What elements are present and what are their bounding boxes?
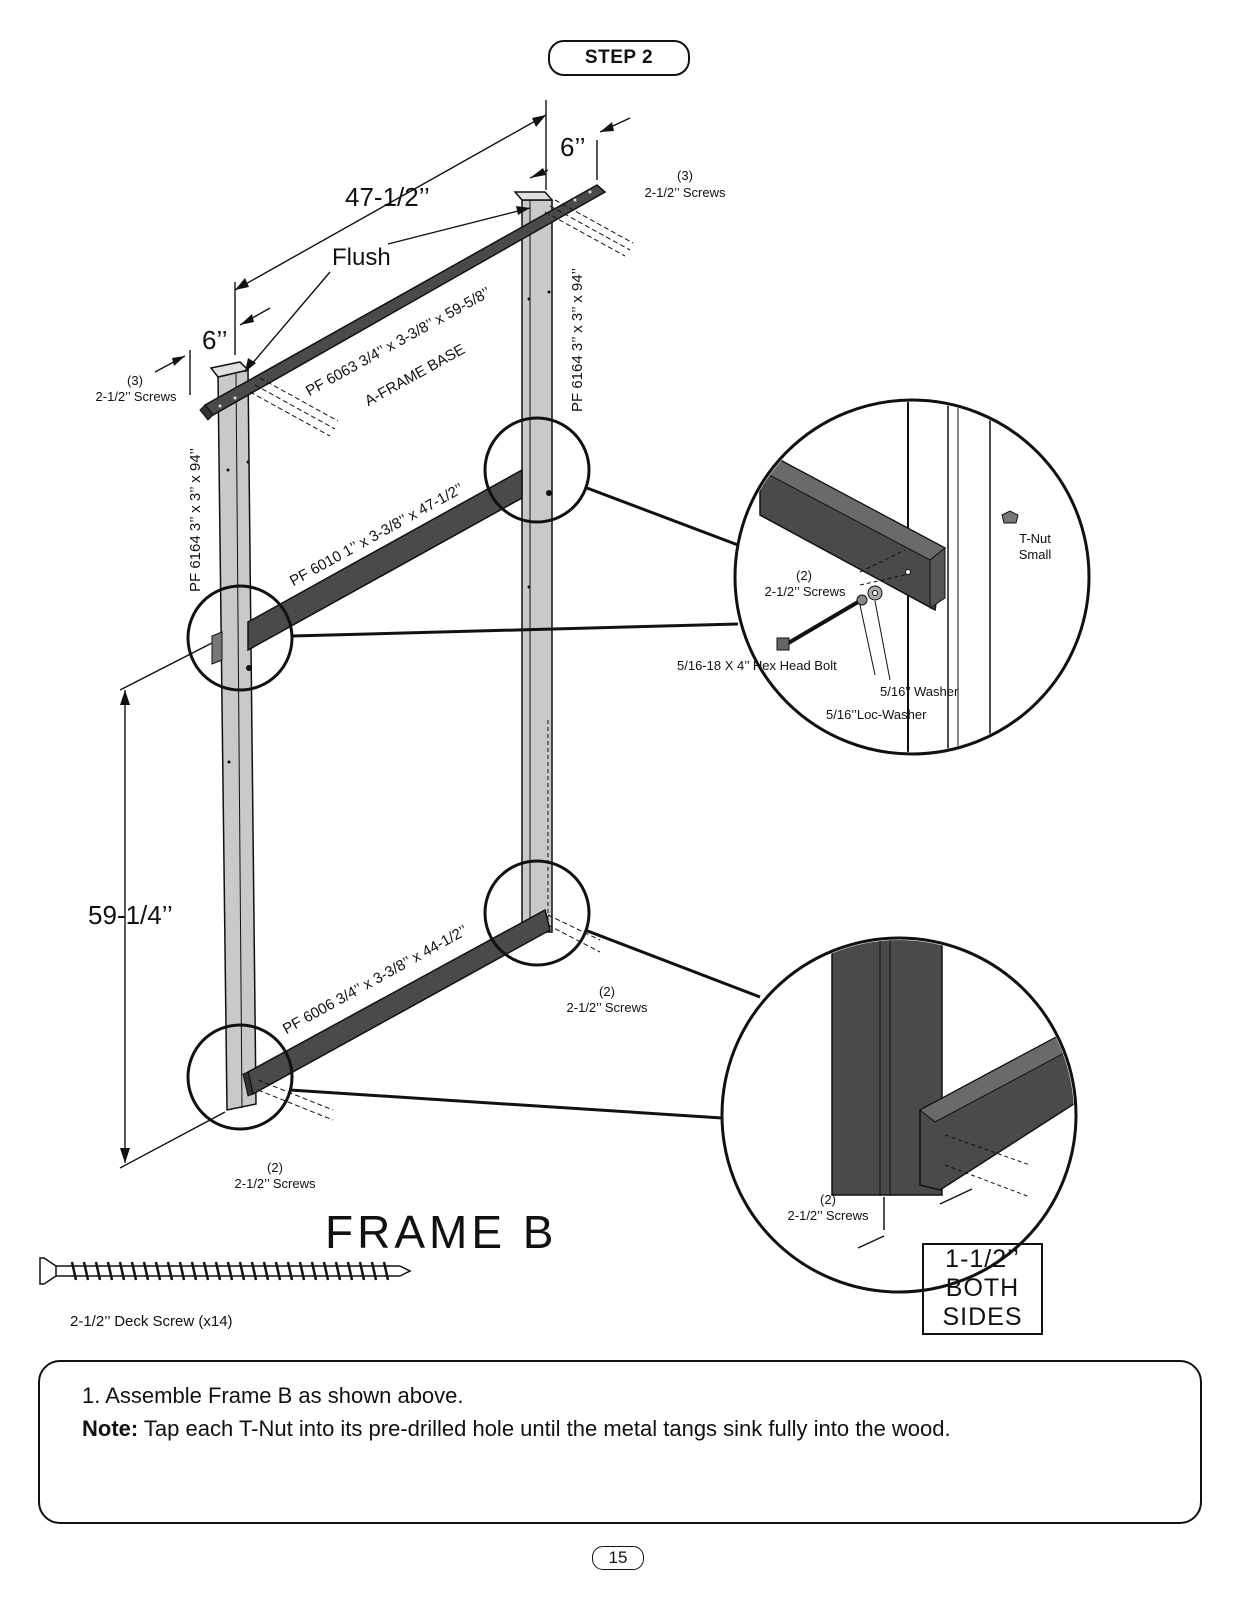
deck-screw-label: 2-1/2’’ Deck Screw (x14) <box>70 1313 233 1330</box>
note-label: Note: <box>82 1416 139 1441</box>
step-label: STEP 2 <box>548 40 690 76</box>
both-sides-line3: SIDES <box>942 1303 1023 1331</box>
tnut-label: T-Nut <box>1019 531 1051 546</box>
screw-count-top-right: (3) <box>677 168 693 183</box>
bottom-board <box>242 908 551 1097</box>
washer-label: 5/16’’ Washer <box>880 684 959 699</box>
tnut-sublabel: Small <box>1018 547 1052 562</box>
screw-count-corner: (2) <box>820 1192 836 1207</box>
loc-washer-label: 5/16’’Loc-Washer <box>826 707 927 722</box>
base-board <box>199 184 607 421</box>
flush-label: Flush <box>332 244 391 271</box>
note-text: Tap each T-Nut into its pre-drilled hole… <box>138 1416 951 1441</box>
screw-label-top-left: 2-1/2’’ Screws <box>95 389 177 404</box>
dim-47: 47-1/2’’ <box>345 182 430 212</box>
screw-label-bottom-left: 2-1/2’’ Screws <box>234 1176 316 1191</box>
dimension-arrows <box>120 115 614 1163</box>
both-sides-line2: BOTH <box>945 1274 1020 1302</box>
screw-paths <box>249 199 634 1121</box>
screw-count-detail: (2) <box>796 568 812 583</box>
left-post <box>209 361 257 1111</box>
page-number: 15 <box>592 1546 644 1570</box>
detail-circle-bolt <box>733 398 1091 756</box>
screw-label-corner: 2-1/2’’ Screws <box>787 1208 869 1223</box>
deck-screw-icon <box>39 1257 412 1285</box>
screw-label-bottom-right: 2-1/2’’ Screws <box>566 1000 648 1015</box>
instructions-box <box>38 1360 1202 1524</box>
right-post <box>513 191 554 933</box>
both-sides-dim: 1-1/2’’ <box>945 1245 1020 1273</box>
left-post-label: PF 6164 3’’ x 3’’ x 94’’ <box>187 448 204 592</box>
middle-board <box>211 468 523 665</box>
screw-count-top-left: (3) <box>127 373 143 388</box>
instruction-step-1: 1. Assemble Frame B as shown above. <box>82 1383 464 1408</box>
callout-circles <box>186 416 761 1131</box>
frame-title: FRAME B <box>325 1206 558 1258</box>
instruction-note: Note: Tap each T-Nut into its pre-drille… <box>82 1416 951 1442</box>
both-sides-box: 1-1/2’’ BOTH SIDES <box>922 1243 1043 1335</box>
dim-6-left: 6’’ <box>202 325 228 355</box>
right-post-label: PF 6164 3’’ x 3’’ x 94’’ <box>569 268 586 412</box>
bolt-label: 5/16-18 X 4’’ Hex Head Bolt <box>677 658 837 673</box>
screw-count-bottom-left: (2) <box>267 1160 283 1175</box>
detail-circle-corner <box>720 936 1078 1294</box>
screw-label-detail: 2-1/2’’ Screws <box>764 584 846 599</box>
screw-count-bottom-right: (2) <box>599 984 615 999</box>
dim-59: 59-1/4’’ <box>88 900 173 930</box>
dim-6-top: 6’’ <box>560 132 586 162</box>
screw-label-top-right: 2-1/2’’ Screws <box>644 185 726 200</box>
